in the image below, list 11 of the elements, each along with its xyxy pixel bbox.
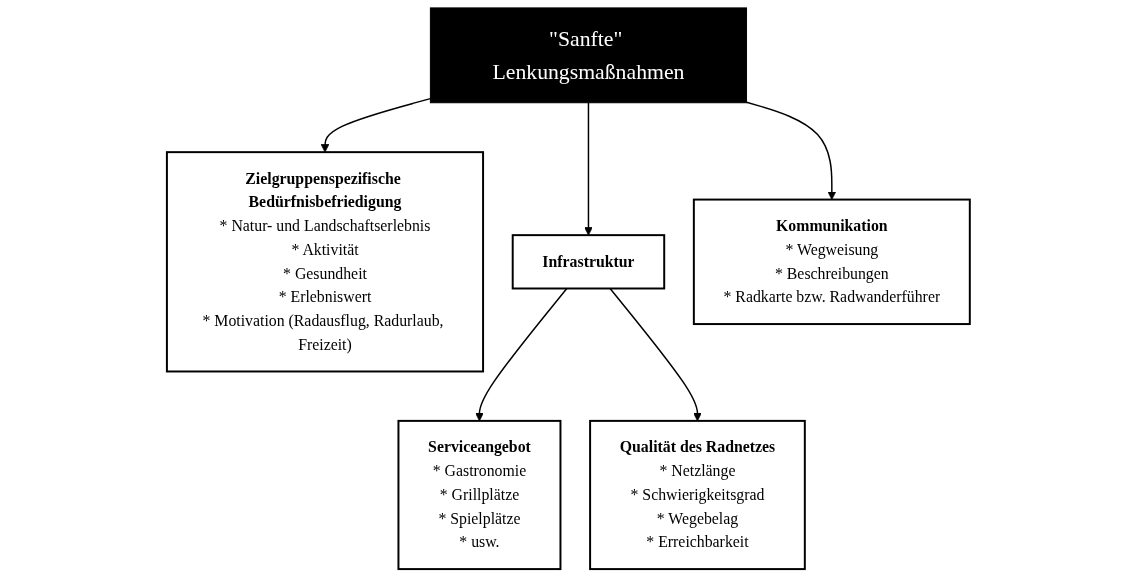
arrow bbox=[320, 97, 432, 153]
node-box: Infrastruktur bbox=[511, 234, 666, 290]
arrow bbox=[609, 287, 702, 422]
node-box: Serviceangebot * Gastronomie * Grillplätze * Spielplätze * usw. bbox=[397, 419, 562, 571]
node-box: "Sanfte" Lenkungsmaßnahmen bbox=[430, 7, 748, 104]
node-box: Zielgruppenspezifische Bedürfnisbefriedigung * Natur- und Landschaftserlebnis * Aktivität * Gesundheit * Erlebniswert * Motivation (Radausflug, Radurlaub, Freizeit) bbox=[166, 151, 485, 373]
node-box: Qualität des Radnetzes * Netzlänge * Schwierigkeitsgrad * Wegebelag * Erreichbarkeit bbox=[589, 419, 806, 571]
arrow bbox=[584, 102, 593, 236]
arrow bbox=[475, 287, 568, 422]
node-box: Kommunikation * Wegweisung * Beschreibungen * Radkarte bzw. Radwanderführer bbox=[693, 198, 971, 326]
arrow bbox=[745, 101, 837, 200]
